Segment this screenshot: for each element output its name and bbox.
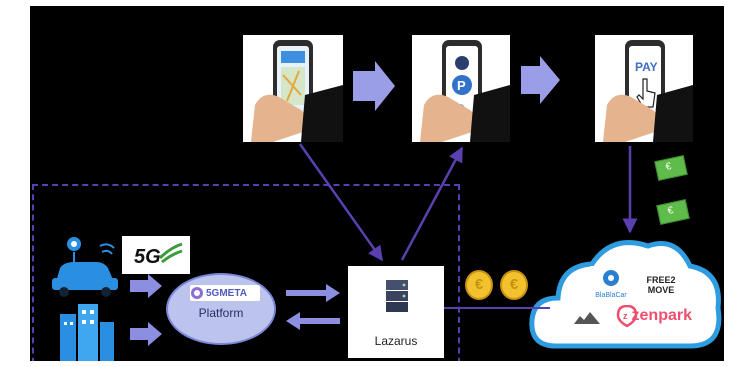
svg-text:P: P	[457, 78, 466, 93]
network-5g-badge: 5G	[122, 236, 190, 274]
phone-card-pay: PAY	[595, 35, 693, 142]
platform-node: 5GMETA Platform	[166, 273, 276, 345]
lazarus-to-phone2-line	[400, 146, 464, 261]
vehicle-input-arrow	[130, 274, 162, 298]
lazarus-to-platform-arrow	[286, 312, 340, 330]
flow-arrow-2	[521, 56, 560, 104]
phone-hand-parking-icon: P	[420, 40, 510, 142]
blablacar-icon	[603, 270, 619, 286]
city-logo-icon	[574, 312, 600, 324]
building-input-arrow	[130, 322, 162, 346]
server-icon	[386, 280, 408, 312]
provider-logo-blablacar: BlaBlaCar	[590, 266, 632, 302]
lazarus-label: Lazarus	[374, 334, 418, 348]
euro-coin-1: €	[465, 270, 493, 300]
phone-hand-pay-icon: PAY	[603, 40, 693, 142]
lazarus-server-node: Lazarus	[348, 266, 444, 358]
edge-dashed-region	[32, 184, 460, 361]
zenpark-pin-icon: z	[616, 305, 638, 327]
phone-hand-map-icon	[251, 40, 343, 142]
platform-label: Platform	[198, 306, 244, 320]
provider-label-zenpark: zenpark	[631, 307, 692, 324]
network-5g-label: 5G	[134, 246, 161, 268]
phone1-to-lazarus-line	[298, 143, 384, 262]
provider-logo-small	[570, 306, 604, 330]
provider-logo-zenpark: z zenpark	[610, 303, 698, 329]
city-buildings-icon	[60, 304, 114, 361]
connectors-layer	[52, 56, 638, 361]
diagram-canvas: P PAY 5G	[30, 6, 724, 361]
signal-icon	[158, 242, 183, 264]
platform-logo-text: 5GMETA	[206, 287, 247, 299]
phone-card-parking: P	[412, 35, 510, 142]
phone-card-map	[243, 35, 343, 142]
flow-arrow-1	[353, 61, 395, 111]
platform-logo: 5GMETA	[190, 285, 260, 301]
euro-coin-2: €	[500, 270, 528, 300]
connected-car-icon	[52, 237, 118, 297]
platform-logo-icon	[191, 287, 203, 299]
platform-to-lazarus-arrow	[286, 284, 340, 302]
svg-text:z: z	[623, 311, 628, 321]
svg-text:PAY: PAY	[635, 60, 658, 74]
provider-logo-free2move: FREE2 MOVE	[640, 271, 682, 301]
provider-label-blablacar: BlaBlaCar	[595, 292, 627, 299]
